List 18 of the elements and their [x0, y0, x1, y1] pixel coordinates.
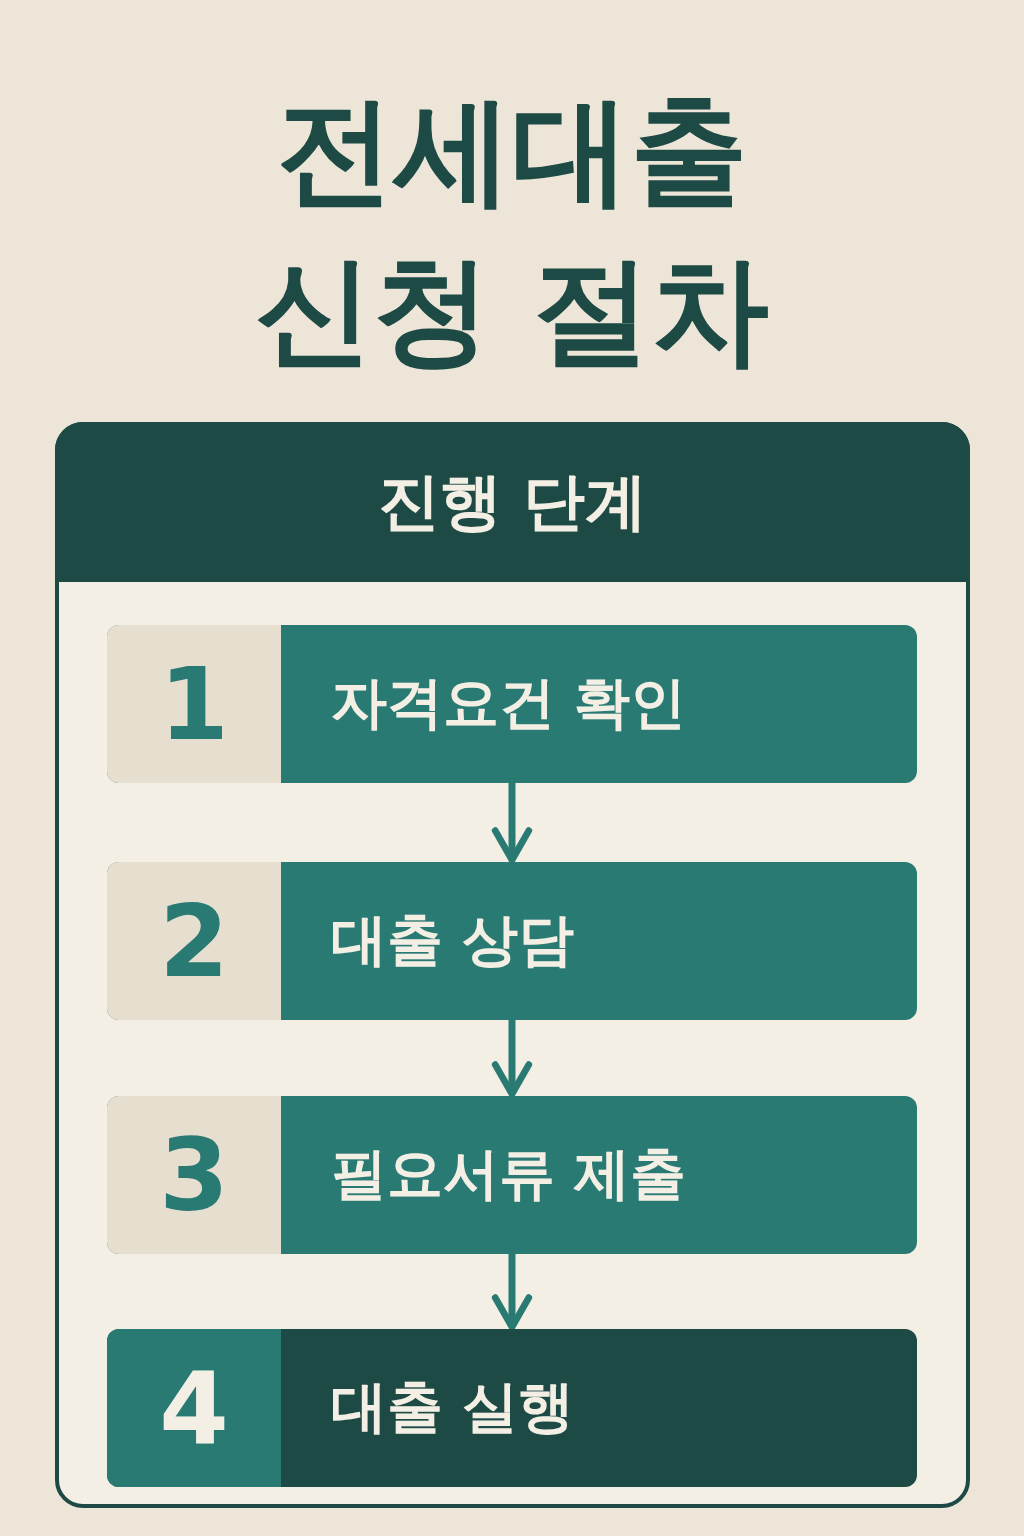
title: 전세대출 신청 절차: [254, 80, 770, 381]
step-label: 대출 실행: [330, 1373, 575, 1441]
step-number: 3: [107, 1096, 281, 1254]
arrow: [491, 1020, 533, 1098]
step-number: 2: [107, 862, 281, 1020]
panel-box: [55, 422, 970, 1508]
step-number: 1: [107, 625, 281, 783]
header-band: 진행 단계: [55, 422, 970, 582]
step-number: 4: [107, 1329, 281, 1487]
step-label: 자격요건 확인: [330, 669, 687, 737]
step-box: [107, 862, 917, 1020]
step-label: 필요서류 제출: [330, 1140, 687, 1208]
step-box: [107, 625, 917, 783]
arrow: [491, 1254, 533, 1331]
step-box: [107, 1096, 917, 1254]
arrow: [491, 783, 533, 864]
step-box: [107, 1329, 917, 1487]
step-label: 대출 상담: [330, 906, 575, 974]
